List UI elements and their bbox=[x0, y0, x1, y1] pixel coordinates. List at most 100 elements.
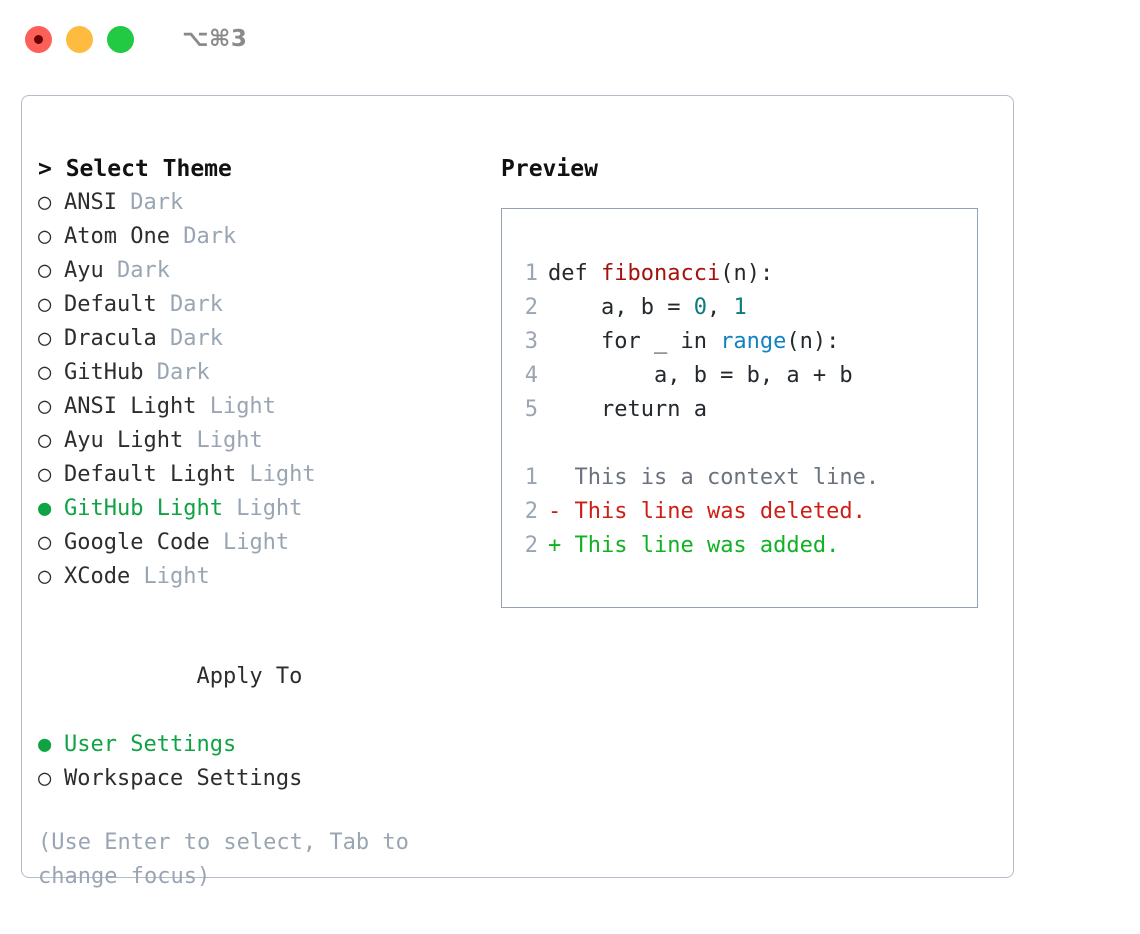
code-token: 1 bbox=[733, 295, 747, 320]
theme-option-variant: Dark bbox=[103, 258, 170, 283]
diff-line: 2- This line was deleted. bbox=[512, 495, 879, 529]
theme-option[interactable]: ○ Ayu Dark bbox=[38, 254, 488, 288]
radio-unselected-icon: ○ bbox=[38, 428, 52, 453]
diff-lines: 1 This is a context line.2- This line wa… bbox=[512, 461, 879, 563]
line-number: 3 bbox=[524, 329, 538, 354]
theme-option-label: Ayu bbox=[64, 258, 104, 283]
theme-option-label: Ayu Light bbox=[64, 428, 184, 453]
keyboard-hint: (Use Enter to select, Tab to change focu… bbox=[38, 830, 423, 889]
theme-option-label: GitHub Light bbox=[64, 496, 223, 521]
theme-option[interactable]: ○ Atom One Dark bbox=[38, 220, 488, 254]
theme-option[interactable]: ○Ayu Light Light bbox=[38, 424, 488, 458]
close-icon bbox=[34, 34, 43, 44]
theme-option-variant: Light bbox=[236, 462, 316, 487]
theme-option-label: GitHub bbox=[64, 360, 144, 385]
line-number: 2 bbox=[524, 295, 538, 320]
code-line: 5 return a bbox=[512, 393, 879, 427]
code-token: , bbox=[706, 295, 734, 320]
radio-unselected-icon: ○ bbox=[38, 394, 52, 419]
theme-option[interactable]: ● GitHub Light Light bbox=[38, 492, 488, 526]
theme-option-variant: Light bbox=[196, 394, 276, 419]
theme-option-variant: Light bbox=[209, 530, 290, 555]
theme-option-label: Dracula bbox=[64, 326, 157, 351]
apply-to-option-label: Workspace Settings bbox=[64, 766, 303, 791]
code-line: 3 for _ in range(n): bbox=[512, 325, 879, 359]
apply-to-option[interactable]: ○Workspace Settings bbox=[38, 762, 488, 796]
radio-unselected-icon: ○ bbox=[38, 360, 52, 385]
diff-sign: + bbox=[548, 533, 562, 558]
diff-line: 2 + This line was added. bbox=[512, 529, 879, 563]
diff-line: 1 This is a context line. bbox=[512, 461, 879, 495]
close-button[interactable] bbox=[25, 25, 52, 53]
theme-option-label: XCode bbox=[64, 564, 131, 589]
theme-option-label: ANSI bbox=[64, 190, 117, 215]
diff-sign: - bbox=[548, 499, 562, 524]
theme-option[interactable]: ○ANSI Dark bbox=[38, 186, 488, 220]
select-theme-label: Select Theme bbox=[65, 156, 232, 182]
radio-unselected-icon: ○ bbox=[38, 292, 52, 317]
preview-header: Preview bbox=[501, 156, 598, 182]
code-line: 2 a, b = 0, 1 bbox=[512, 291, 879, 325]
apply-to-marker bbox=[170, 660, 196, 694]
line-number: 5 bbox=[524, 397, 538, 422]
theme-option[interactable]: ○ Default Light Light bbox=[38, 458, 488, 492]
minimize-button[interactable] bbox=[66, 25, 93, 53]
code-token: def bbox=[548, 261, 601, 286]
apply-to-option-label: User Settings bbox=[64, 732, 237, 757]
theme-option[interactable]: ○Google Code Light bbox=[38, 526, 488, 560]
theme-option[interactable]: ○ GitHub Dark bbox=[38, 356, 488, 390]
code-token: a, b = b, a + b bbox=[548, 363, 853, 388]
diff-text: This is a context line. bbox=[561, 465, 880, 490]
code-token: return a bbox=[548, 397, 707, 422]
theme-option-variant: Light bbox=[130, 564, 210, 589]
theme-option-label: Atom One bbox=[64, 224, 170, 249]
diff-text: This line was added. bbox=[561, 533, 840, 558]
line-number: 1 bbox=[524, 465, 538, 490]
theme-option-variant: Dark bbox=[156, 326, 223, 351]
theme-option-variant: Dark bbox=[169, 224, 237, 249]
theme-option[interactable]: ○Default Dark bbox=[38, 288, 488, 322]
apply-to-option[interactable]: ●User Settings bbox=[38, 728, 488, 762]
radio-unselected-icon: ○ bbox=[38, 462, 52, 487]
code-token: (n): bbox=[786, 329, 840, 354]
radio-unselected-icon: ○ bbox=[38, 224, 52, 249]
keyboard-shortcut-label: ⌥⌘3 bbox=[182, 26, 248, 52]
content-panel: > Select Theme ○ANSI Dark○Atom One Dark○… bbox=[21, 95, 1014, 889]
theme-list: ○ ANSI Dark ○ Atom One Dark ○ Ayu Dark ○ Defaul… bbox=[38, 186, 488, 594]
radio-unselected-icon: ○ bbox=[38, 190, 52, 215]
zoom-button[interactable] bbox=[107, 25, 134, 53]
code-token: range bbox=[720, 329, 787, 354]
theme-option[interactable]: ○ANSI Light Light bbox=[38, 390, 488, 424]
line-number: 2 bbox=[524, 533, 538, 558]
line-number: 2 bbox=[524, 499, 538, 524]
title-bar: ⌥⌘3 bbox=[0, 0, 1140, 78]
diff-sign bbox=[548, 465, 561, 490]
theme-selector-pane: > Select Theme ○ANSI Dark○Atom One Dark○… bbox=[38, 152, 488, 894]
code-token: 0 bbox=[693, 295, 707, 320]
theme-option-label: Default Light bbox=[64, 462, 237, 487]
line-number: 4 bbox=[524, 363, 538, 388]
theme-option[interactable]: ○ XCode Light bbox=[38, 560, 488, 594]
theme-option-variant: Dark bbox=[143, 360, 210, 385]
code-token: for _ in bbox=[548, 329, 721, 354]
apply-to-list: ●User Settings○Workspace Settings bbox=[38, 728, 488, 796]
radio-unselected-icon: ○ bbox=[38, 326, 52, 351]
apply-to-label: Apply To bbox=[196, 664, 303, 689]
theme-option-label: Google Code bbox=[64, 530, 210, 555]
code-token: a, b = bbox=[548, 295, 694, 320]
radio-unselected-icon: ○ bbox=[38, 258, 52, 283]
line-number: 1 bbox=[524, 261, 538, 286]
theme-option-variant: Light bbox=[222, 496, 303, 521]
apply-to-header: Apply To bbox=[38, 626, 488, 728]
theme-option[interactable]: ○ Dracula Dark bbox=[38, 322, 488, 356]
theme-option-label: Default bbox=[64, 292, 157, 317]
code-token: (n): bbox=[720, 261, 774, 286]
radio-selected-icon: ● bbox=[38, 496, 52, 521]
radio-unselected-icon: ○ bbox=[38, 564, 52, 589]
